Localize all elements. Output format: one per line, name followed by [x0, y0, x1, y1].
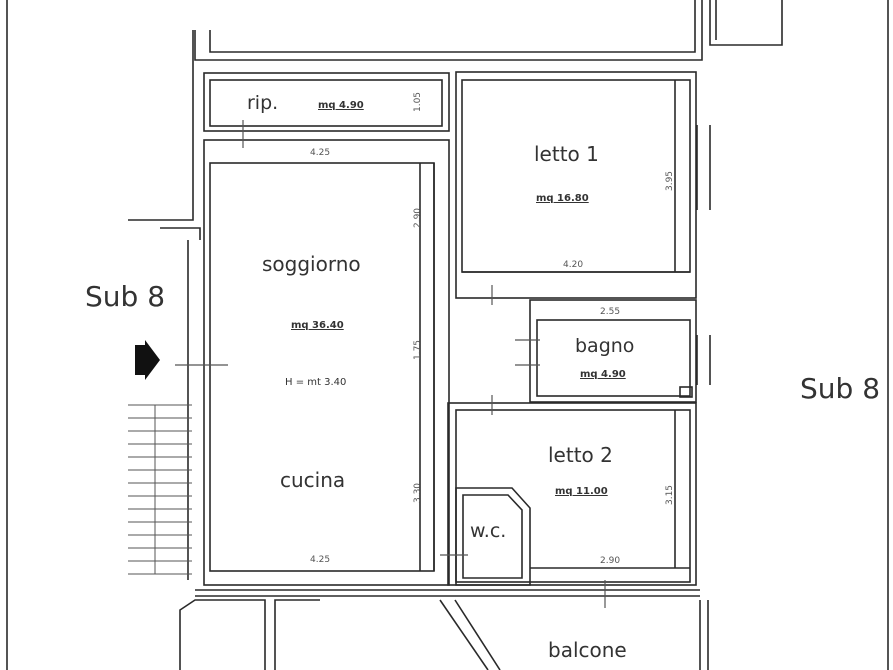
letto1-name: letto 1	[534, 142, 599, 166]
letto2-name: letto 2	[548, 443, 613, 467]
soggiorno-room	[203, 139, 450, 586]
soggiorno-dim-v2: 1.75	[413, 339, 424, 361]
rip-room	[203, 72, 450, 132]
rip-area: mq 4.90	[318, 100, 364, 111]
soggiorno-dim-v1: 2.90	[413, 207, 424, 229]
sub-label-left: Sub 8	[85, 280, 166, 313]
cucina-name: cucina	[280, 468, 346, 492]
soggiorno-area: mq 36.40	[291, 320, 344, 331]
balcone-area	[179, 599, 266, 670]
bagno-name: bagno	[575, 335, 635, 357]
soggiorno-dim-v3: 3.30	[413, 482, 424, 504]
soggiorno-name: soggiorno	[262, 252, 361, 276]
letto2-room	[447, 402, 697, 586]
bagno-room	[529, 299, 697, 403]
letto1-dim-h: 4.20	[563, 260, 584, 270]
cucina-dim-bottom: 4.25	[310, 555, 331, 565]
letto1-room	[455, 71, 697, 299]
soggiorno-height: H = mt 3.40	[285, 377, 347, 388]
balcone-name: balcone	[548, 638, 627, 662]
sub-label-right: Sub 8	[800, 372, 881, 405]
letto2-dim-h: 2.90	[600, 556, 621, 566]
rip-dim-v: 1.05	[413, 91, 424, 113]
wc-name: w.c.	[470, 520, 507, 542]
bagno-area: mq 4.90	[580, 369, 626, 380]
stairs	[128, 404, 192, 575]
rip-name: rip.	[247, 92, 279, 114]
letto1-dim-v: 3.95	[665, 170, 676, 192]
letto2-area: mq 11.00	[555, 486, 608, 497]
bagno-dim-h: 2.55	[600, 307, 621, 317]
entrance-arrow-icon	[135, 340, 160, 380]
soggiorno-dim-top: 4.25	[310, 148, 331, 158]
letto2-dim-v: 3.15	[665, 484, 676, 506]
top-wall	[209, 0, 696, 53]
letto1-area: mq 16.80	[536, 193, 589, 204]
wc-room	[455, 487, 531, 586]
